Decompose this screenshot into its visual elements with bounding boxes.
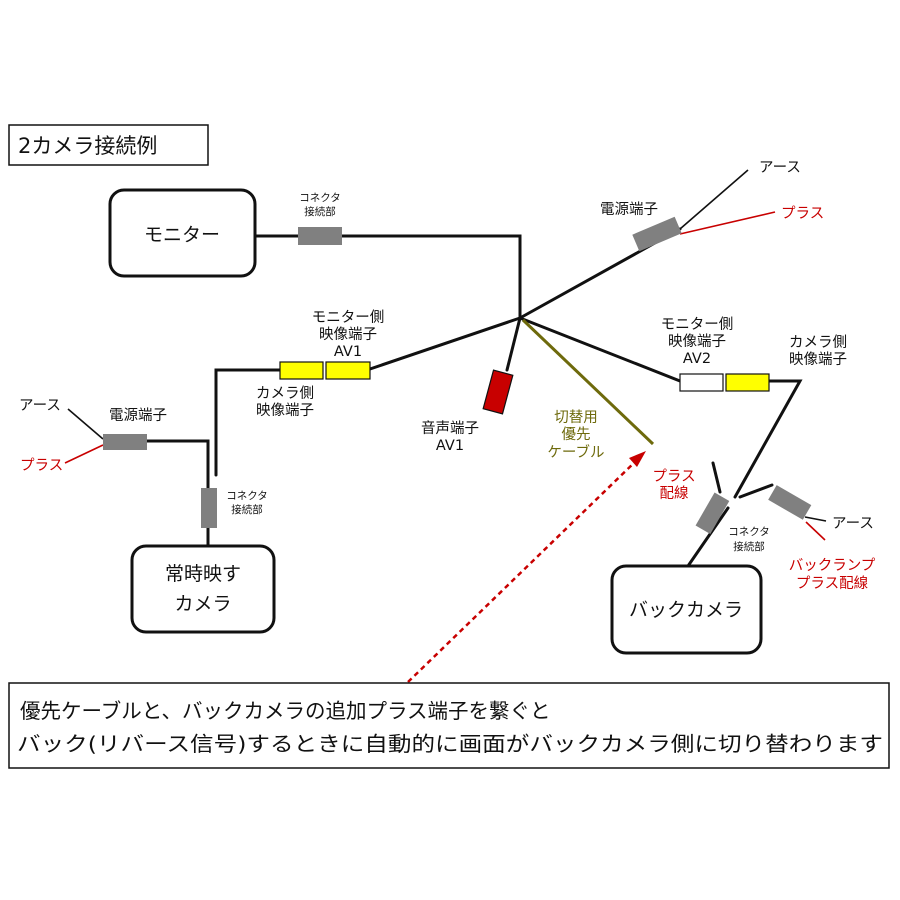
svg-text:コネクタ: コネクタ [299, 192, 341, 204]
svg-text:映像端子: 映像端子 [668, 333, 726, 350]
plus-label-left: プラス [20, 457, 63, 474]
power-terminal-left-label: 電源端子 [109, 407, 167, 424]
title-box: 2カメラ接続例 [8, 124, 209, 166]
diagram-title: 2カメラ接続例 [18, 134, 157, 158]
plus-wiring-label: プラス 配線 [652, 468, 695, 502]
monitor-label: モニター [144, 224, 220, 246]
priority-arrow [407, 451, 646, 683]
priority-cable-wire [521, 318, 655, 446]
svg-text:音声端子: 音声端子 [421, 419, 479, 437]
thin-wires [64, 169, 827, 541]
svg-text:AV1: AV1 [436, 438, 464, 454]
wires [145, 227, 803, 568]
power-terminal-top-label: 電源端子 [600, 201, 658, 218]
always-camera-box: 常時映す カメラ [130, 544, 276, 634]
always-camera-connector [201, 488, 217, 528]
svg-text:バックランプ: バックランプ [789, 557, 876, 574]
camera-side-video-connector-right [725, 373, 770, 392]
back-camera-connector-label: コネクタ 接続部 [728, 526, 770, 553]
svg-text:AV1: AV1 [334, 344, 362, 360]
svg-text:カメラ側: カメラ側 [789, 334, 847, 351]
svg-text:カメラ側: カメラ側 [256, 385, 314, 402]
monitor-box: モニター [108, 188, 257, 278]
svg-text:接続部: 接続部 [304, 205, 336, 218]
svg-text:プラス: プラス [652, 468, 695, 485]
camera-side-video-right-label: カメラ側 映像端子 [789, 334, 847, 368]
svg-text:優先: 優先 [562, 426, 591, 443]
camera-side-video-left-label: カメラ側 映像端子 [256, 385, 314, 419]
note-line-1: 優先ケーブルと、バックカメラの追加プラス端子を繋ぐと [20, 699, 551, 723]
svg-text:接続部: 接続部 [231, 503, 263, 516]
svg-text:接続部: 接続部 [733, 540, 765, 553]
svg-text:ケーブル: ケーブル [547, 443, 604, 461]
monitor-side-video-connector-av1 [325, 361, 371, 380]
svg-text:モニター側: モニター側 [312, 309, 385, 326]
svg-text:映像端子: 映像端子 [319, 326, 377, 343]
svg-text:切替用: 切替用 [554, 409, 598, 426]
monitor-side-video-connector-av2 [679, 373, 724, 392]
plus-label-top: プラス [781, 205, 824, 222]
monitor-connector [298, 227, 342, 245]
priority-cable-label: 切替用 優先 ケーブル [547, 409, 604, 461]
note-line-2: バック(リバース信号)するときに自動的に画面がバックカメラ側に切り替わります [17, 732, 883, 756]
audio-terminal-connector [482, 369, 514, 415]
earth-label-top: アース [759, 160, 801, 176]
always-camera-label-1: 常時映す [165, 563, 241, 585]
svg-text:配線: 配線 [660, 485, 689, 502]
always-camera-connector-label: コネクタ 接続部 [226, 490, 268, 516]
camera-side-video-connector-left [279, 361, 324, 380]
back-camera-box: バックカメラ [610, 564, 763, 655]
always-camera-label-2: カメラ [174, 593, 231, 615]
power-terminal-top [632, 216, 682, 252]
earth-label-right: アース [832, 516, 874, 532]
back-camera-connector [695, 492, 730, 534]
svg-text:プラス配線: プラス配線 [796, 575, 868, 592]
svg-text:AV2: AV2 [683, 351, 711, 367]
audio-terminal-label: 音声端子 AV1 [421, 419, 479, 454]
back-camera-label: バックカメラ [629, 599, 743, 621]
note-box: 優先ケーブルと、バックカメラの追加プラス端子を繋ぐと バック(リバース信号)する… [8, 682, 890, 769]
monitor-side-video-av2-label: モニター側 映像端子 AV2 [661, 316, 734, 367]
power-terminal-left [103, 434, 147, 450]
svg-text:映像端子: 映像端子 [789, 351, 847, 368]
backlamp-label: バックランプ プラス配線 [789, 557, 876, 592]
earth-label-left: アース [19, 398, 61, 414]
svg-text:モニター側: モニター側 [661, 316, 734, 333]
monitor-connector-label: コネクタ 接続部 [299, 192, 341, 218]
monitor-side-video-av1-label: モニター側 映像端子 AV1 [312, 309, 385, 360]
svg-text:コネクタ: コネクタ [728, 526, 770, 538]
svg-text:映像端子: 映像端子 [256, 402, 314, 419]
backlamp-connector [768, 485, 812, 520]
svg-text:コネクタ: コネクタ [226, 490, 268, 502]
